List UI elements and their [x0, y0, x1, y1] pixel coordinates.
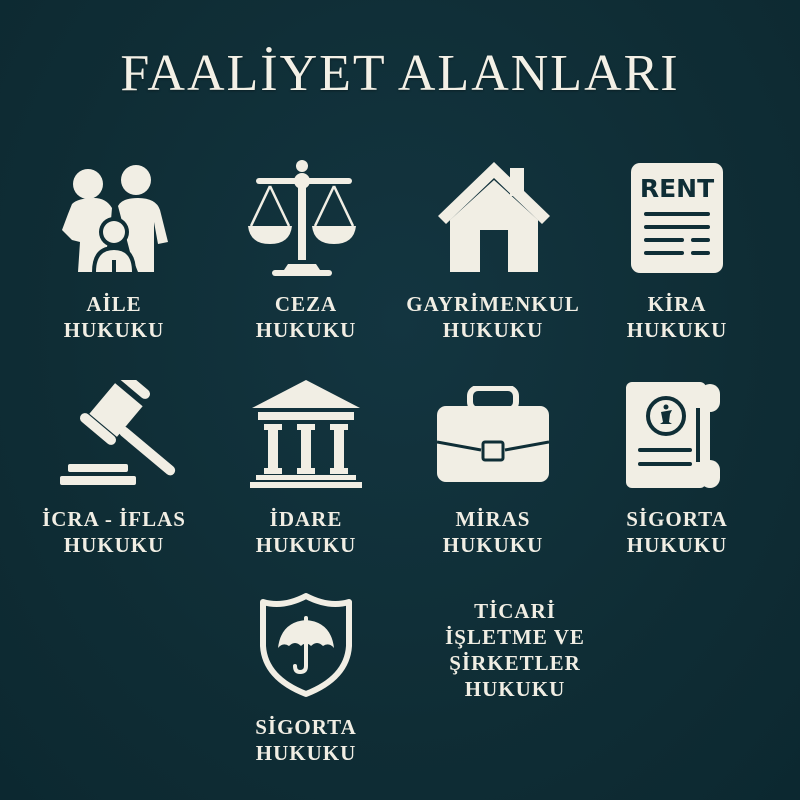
practice-area-label: MİRAS HUKUKU — [442, 507, 544, 557]
practice-area-label: İCRA - İFLAS HUKUKU — [42, 507, 186, 557]
house-icon — [436, 160, 552, 272]
family-icon — [58, 162, 170, 274]
scales-of-justice-icon — [246, 158, 358, 278]
umbrella-shield-icon — [259, 592, 353, 698]
insurance-scroll-icon — [626, 380, 722, 490]
briefcase-icon — [437, 386, 549, 482]
practice-area-label: SİGORTA HUKUKU — [255, 715, 357, 765]
practice-area-label: AİLE HUKUKU — [63, 292, 165, 342]
svg-text:RENT: RENT — [640, 174, 714, 203]
courthouse-icon — [250, 380, 362, 488]
gavel-icon — [58, 380, 182, 488]
practice-area-label: GAYRİMENKUL HUKUKU — [406, 292, 580, 342]
practice-area-label: İDARE HUKUKU — [255, 507, 357, 557]
rent-document-icon: RENT — [631, 163, 723, 273]
practice-area-label: SİGORTA HUKUKU — [626, 507, 728, 557]
practice-area-label: KİRA HUKUKU — [626, 292, 728, 342]
practice-area-label: TİCARİ İŞLETME VE ŞİRKETLER HUKUKU — [445, 599, 585, 701]
practice-area-label: CEZA HUKUKU — [255, 292, 357, 342]
page-title: FAALİYET ALANLARI — [120, 45, 680, 102]
